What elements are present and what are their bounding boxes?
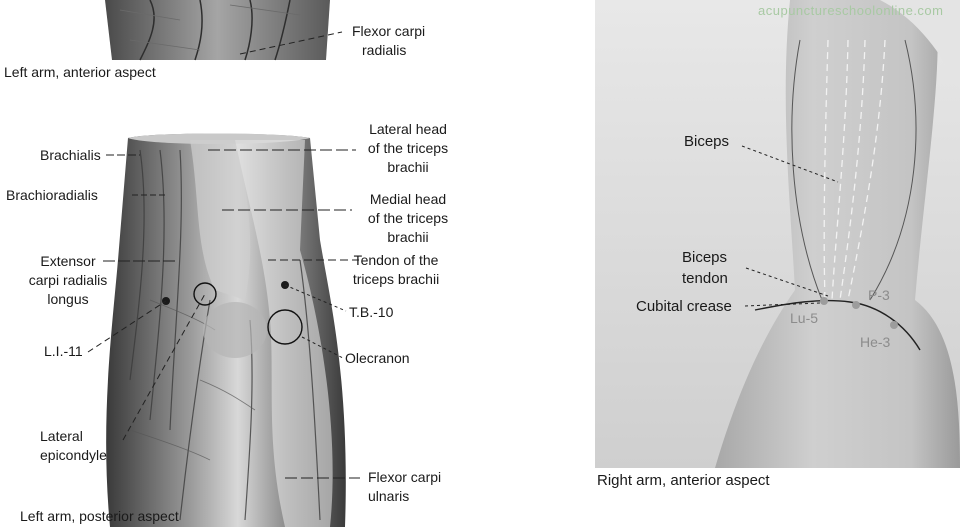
label-line: Flexor carpi xyxy=(368,469,442,485)
watermark: acupunctureschoolonline.com xyxy=(758,3,944,18)
label-biceps-tendon: Biceps tendon xyxy=(682,247,728,289)
point-label-he3: He-3 xyxy=(860,334,891,350)
label-line: Medial head xyxy=(369,191,447,207)
label-cubital-crease: Cubital crease xyxy=(636,298,732,315)
label-line: of the triceps xyxy=(367,210,449,226)
label-line: brachii xyxy=(387,229,429,245)
posterior-arm-illustration xyxy=(106,133,346,527)
label-line: Extensor xyxy=(40,253,96,269)
point-label-p3: P-3 xyxy=(868,287,890,303)
label-medial-head-triceps: Medial head of the triceps brachii xyxy=(356,190,460,247)
label-line: radialis xyxy=(362,42,407,58)
caption-anterior-left: Left arm, anterior aspect xyxy=(4,64,156,80)
label-line: ulnaris xyxy=(368,488,410,504)
label-brachialis: Brachialis xyxy=(40,147,101,163)
label-line: Lateral head xyxy=(369,121,447,137)
label-tb10: T.B.-10 xyxy=(349,304,394,320)
label-line: Flexor carpi xyxy=(352,23,426,39)
label-line: Biceps xyxy=(682,249,728,266)
label-flexor-carpi-radialis-top: Flexor carpi radialis xyxy=(352,22,425,60)
arm-photo xyxy=(595,0,960,468)
label-line: triceps brachii xyxy=(352,271,440,287)
point-label-lu5: Lu-5 xyxy=(790,310,819,326)
label-lateral-head-triceps: Lateral head of the triceps brachii xyxy=(356,120,460,177)
caption-anterior-right: Right arm, anterior aspect xyxy=(597,472,770,489)
label-line: longus xyxy=(47,291,89,307)
label-olecranon: Olecranon xyxy=(345,350,410,366)
top-arm-illustration xyxy=(105,0,330,61)
label-li11: L.I.-11 xyxy=(44,343,83,359)
label-line: epicondyle xyxy=(40,447,107,463)
label-line: brachii xyxy=(387,159,429,175)
label-tendon-triceps: Tendon of the triceps brachii xyxy=(338,251,454,289)
label-brachioradialis: Brachioradialis xyxy=(6,187,98,203)
label-line: of the triceps xyxy=(367,140,449,156)
label-extensor-carpi-radialis-longus: Extensor carpi radialis longus xyxy=(18,252,118,309)
label-line: Lateral xyxy=(40,428,83,444)
posterior-leader-lines xyxy=(87,149,360,479)
label-lateral-epicondyle: Lateral epicondyle xyxy=(40,427,120,465)
label-line: Tendon of the xyxy=(353,252,439,268)
flexor-carpi-radialis-leader xyxy=(239,31,343,55)
label-line: carpi radialis xyxy=(28,272,108,288)
label-flexor-carpi-ulnaris: Flexor carpi ulnaris xyxy=(368,468,441,506)
label-line: tendon xyxy=(682,270,728,287)
caption-posterior-left: Left arm, posterior aspect xyxy=(20,508,179,524)
label-biceps: Biceps xyxy=(684,133,730,150)
